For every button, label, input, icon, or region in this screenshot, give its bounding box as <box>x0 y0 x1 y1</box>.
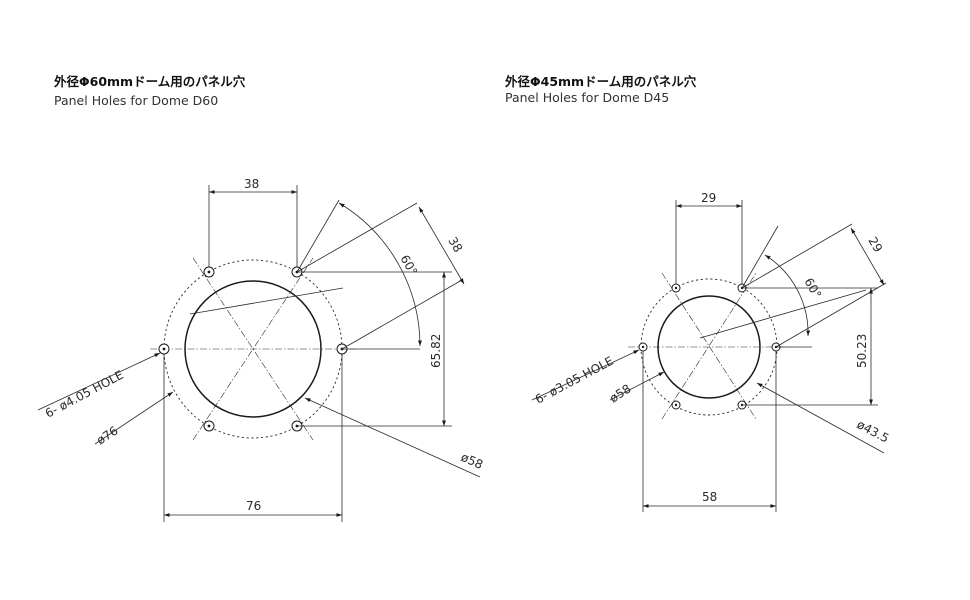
left-drawing <box>37 185 481 522</box>
left-dim-top-label: 38 <box>244 177 259 191</box>
right-dim-vertical-label: 50.23 <box>855 334 869 368</box>
right-dim-top-label: 29 <box>701 191 716 205</box>
right-callout-bore: ø43.5 <box>855 417 892 445</box>
right-callout-hole: 6- ø3.05 HOLE <box>533 354 616 407</box>
right-drawing <box>531 200 887 512</box>
right-callout-pcd: ø58 <box>607 381 634 405</box>
left-callout-bore: ø58 <box>459 450 485 472</box>
right-bore-circle <box>657 295 761 399</box>
right-bore-leader <box>756 382 885 454</box>
right-pcd-leader <box>609 371 665 401</box>
right-angle-arc <box>764 254 811 337</box>
right-dim-diag-line <box>850 227 885 286</box>
right-title-en: Panel Holes for Dome D45 <box>505 90 670 105</box>
left-pcd-leader <box>94 391 174 445</box>
left-callout-pcd: ø76 <box>94 423 121 447</box>
left-dim-diag-label: 38 <box>445 235 465 255</box>
right-dim-bottom-label: 58 <box>702 490 717 504</box>
left-angle-arc <box>338 202 422 347</box>
left-title-en: Panel Holes for Dome D60 <box>54 93 219 108</box>
right-title-jp: 外径Φ45mmドーム用のパネル穴 <box>505 74 697 89</box>
left-callout-hole: 6- ø4.05 HOLE <box>43 368 126 421</box>
left-dim-bottom-label: 76 <box>246 499 261 513</box>
right-centerline-diag1 <box>661 272 757 420</box>
left-bore-leader <box>304 397 481 478</box>
left-bore-circle <box>184 280 322 418</box>
right-hole-leader <box>531 349 640 401</box>
left-angle-label: 60° <box>397 253 420 278</box>
left-centerline-diag2 <box>192 257 314 441</box>
right-dim-diag-label: 29 <box>865 235 885 255</box>
left-hole-leader <box>37 352 161 411</box>
right-centerline-diag2 <box>661 272 757 420</box>
left-title-jp: 外径Φ60mmドーム用のパネル穴 <box>54 74 246 89</box>
left-dim-diag-line <box>418 206 465 285</box>
right-angle-label: 60° <box>801 276 824 301</box>
left-dim-vertical-label: 65.82 <box>429 334 443 368</box>
